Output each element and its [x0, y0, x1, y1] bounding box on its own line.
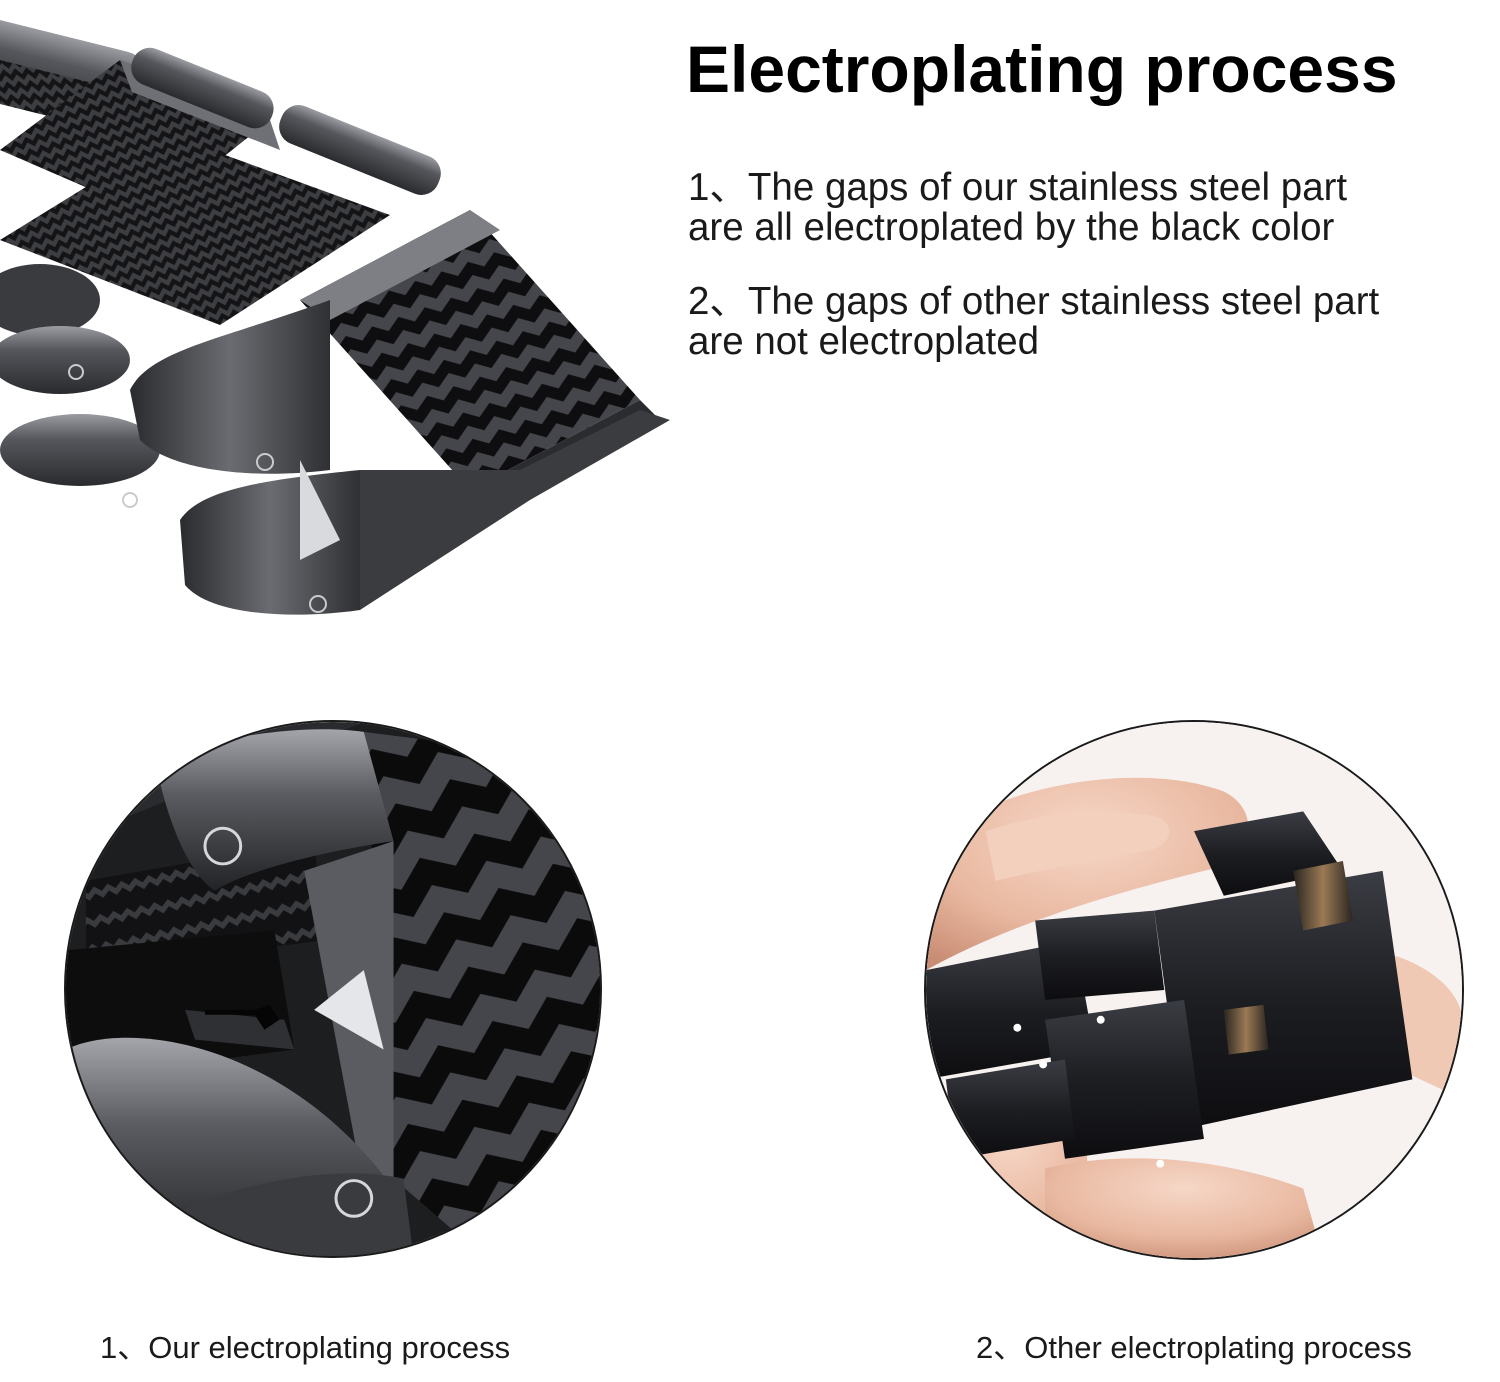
band-link-row — [0, 47, 280, 215]
page-title: Electroplating process — [686, 32, 1398, 106]
note-line: are not electroplated — [688, 320, 1040, 363]
watch-band-illustration — [0, 0, 680, 640]
note-our-process: 1、The gaps of our stainless steel part a… — [688, 168, 1500, 248]
note-line: are all electroplated by the black color — [688, 206, 1335, 249]
closeup-other-process — [924, 720, 1464, 1260]
note-line: 1、The gaps of our stainless steel part — [688, 166, 1348, 209]
caption-other-process: 2、Other electroplating process — [976, 1330, 1412, 1365]
note-line: 2、The gaps of other stainless steel part — [688, 280, 1380, 323]
band-front-link — [130, 210, 670, 615]
band-pin-caps — [0, 264, 160, 508]
band-link-row — [0, 105, 441, 325]
caption-our-process: 1、Our electroplating process — [100, 1330, 511, 1365]
note-other-process: 2、The gaps of other stainless steel part… — [688, 282, 1500, 362]
closeup-our-process — [64, 720, 602, 1258]
